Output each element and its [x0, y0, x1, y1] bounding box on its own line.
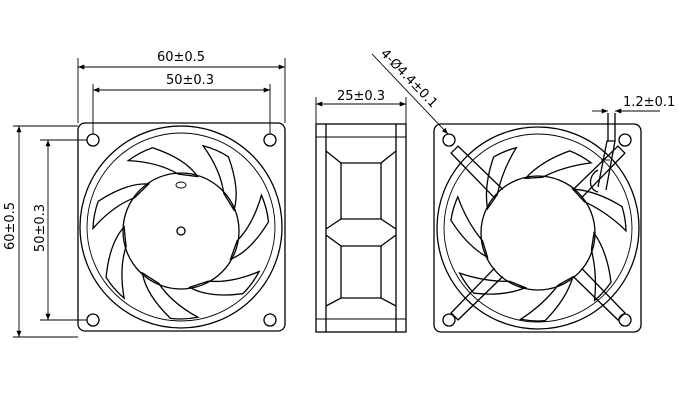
front-impeller-blades: [92, 144, 270, 320]
impeller-blade: [141, 271, 200, 320]
impeller-blade: [458, 271, 528, 295]
front-hub-label: [175, 181, 187, 189]
dim-front-hole-height-label: 50±0.3: [33, 204, 48, 252]
back-view: [433, 113, 642, 333]
impeller-blade: [571, 188, 627, 233]
back-frame: [433, 123, 642, 333]
mounting-hole-tr: [263, 133, 277, 147]
dim-front-width: 60±0.5: [77, 50, 286, 123]
back-impeller-blades: [450, 146, 627, 322]
dim-front-hole-width: 50±0.3: [92, 73, 271, 134]
side-body: [315, 123, 407, 333]
front-hub-center: [176, 226, 186, 236]
dim-wire-exit: 1.2±0.1: [592, 95, 675, 114]
impeller-blade: [590, 231, 612, 302]
mounting-hole-br: [263, 313, 277, 327]
front-view: [77, 122, 286, 332]
impeller-blade: [201, 144, 237, 212]
wire-exit: [589, 113, 616, 193]
mounting-hole-tl: [86, 133, 100, 147]
back-venturi-inner: [443, 133, 633, 323]
impeller-blade: [229, 193, 270, 261]
dim-side-thickness: 25±0.3: [315, 89, 407, 124]
dim-front-height: 60±0.5: [3, 125, 78, 338]
impeller-blade: [92, 183, 151, 231]
support-strut: [450, 145, 504, 199]
support-strut: [572, 267, 626, 321]
front-venturi-inner: [86, 132, 276, 322]
front-venturi-outer: [79, 125, 283, 329]
dim-front-height-label: 60±0.5: [3, 202, 18, 250]
support-strut: [572, 145, 626, 199]
dim-wire-exit-label: 1.2±0.1: [623, 95, 675, 110]
impeller-blade: [518, 275, 574, 322]
back-mounting-hole-br: [618, 313, 632, 327]
dim-front-width-label: 60±0.5: [157, 50, 205, 65]
front-hub: [122, 172, 240, 290]
callout-mounting-holes-label: 4-Ø4.4±0.1: [377, 46, 440, 111]
impeller-blade: [126, 147, 199, 178]
impeller-blade: [523, 150, 593, 180]
dim-side-thickness-label: 25±0.3: [337, 89, 385, 104]
support-strut: [450, 267, 504, 321]
back-support-struts: [450, 145, 626, 321]
mounting-hole-bl: [86, 313, 100, 327]
impeller-blade: [450, 195, 489, 259]
impeller-blade: [188, 270, 261, 296]
back-mounting-hole-bl: [442, 313, 456, 327]
back-hub: [480, 175, 596, 291]
impeller-blade: [485, 146, 518, 211]
side-view: [315, 123, 407, 333]
impeller-blade: [105, 225, 127, 300]
dim-front-hole-height: 50±0.3: [33, 139, 87, 321]
front-frame: [77, 122, 286, 332]
dim-front-hole-width-label: 50±0.3: [166, 73, 214, 88]
back-mounting-hole-tl: [442, 133, 456, 147]
back-mounting-hole-tr: [618, 133, 632, 147]
back-venturi-outer: [436, 126, 640, 330]
